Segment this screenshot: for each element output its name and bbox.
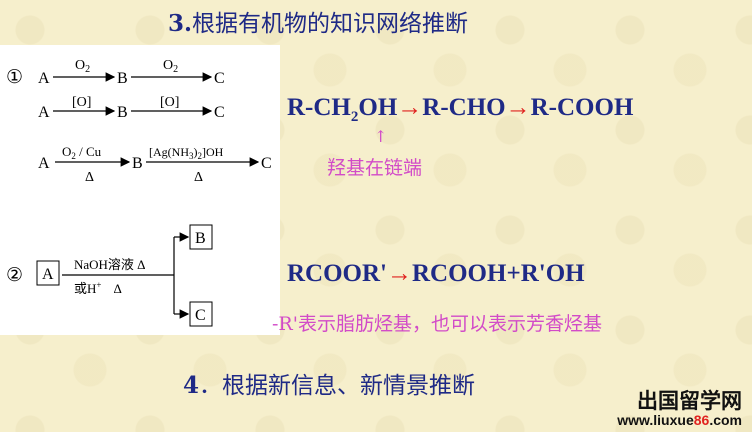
row1-b: B	[117, 70, 128, 87]
section4-number: 4	[183, 372, 200, 399]
row1-a: A	[38, 70, 50, 87]
row4-b: B	[195, 230, 206, 247]
row3-heat1: Δ	[85, 170, 94, 185]
hydrolysis-equation: RCOOR'→RCOOH+R'OH	[287, 260, 585, 288]
row3-a: A	[38, 155, 50, 172]
section-title-3: 3.根据有机物的知识网络推断	[168, 4, 468, 38]
reaction-diagram-panel: ① A O2 B O2 C A [O] B [O] C A O2 / Cu Δ …	[0, 45, 280, 335]
row4-reagent-top: NaOH溶液 Δ	[74, 257, 146, 272]
row3-b: B	[132, 155, 143, 172]
eq1-part2: OH	[358, 94, 398, 121]
row1-reagent1: O2	[75, 58, 90, 75]
row4-box-a	[36, 260, 60, 286]
eq2-arrow: →	[387, 260, 412, 287]
row4-box-c	[189, 301, 213, 327]
row1-c: C	[214, 70, 225, 87]
row4-box-b	[189, 224, 213, 250]
row2-reagent2: [O]	[160, 95, 179, 110]
row3-reagent1: O2 / Cu	[62, 144, 102, 161]
eq1-arrow2: →	[505, 94, 531, 121]
row4-a: A	[42, 266, 54, 283]
row2-reagent1: [O]	[72, 95, 91, 110]
note1-text: 羟基在链端	[327, 157, 423, 179]
row1-number: ①	[6, 67, 23, 88]
site-watermark: 出国留学网 www.liuxue86.com	[617, 391, 742, 428]
eq1-arrow1: →	[397, 94, 423, 121]
title-text: 根据有机物的知识网络推断	[192, 11, 469, 37]
reaction-diagram: ① A O2 B O2 C A [O] B [O] C A O2 / Cu Δ …	[6, 58, 272, 327]
eq1-part4: R-COOH	[530, 94, 634, 121]
row4-reagent-bottom: 或H+Δ	[74, 280, 122, 296]
watermark-cn: 出国留学网	[637, 390, 742, 414]
note2-text: -R'表示脂肪烃基，也可以表示芳香烃基	[272, 313, 602, 335]
row4-c: C	[195, 307, 206, 324]
eq2-part2: RCOOH+R'OH	[412, 260, 585, 287]
oxidation-equation: R-CH2OH→R-CHO→R-COOH	[287, 94, 633, 126]
row2-a: A	[38, 104, 50, 121]
watermark-url: www.liuxue86.com	[617, 412, 742, 429]
title-number: 3.	[168, 10, 193, 37]
eq1-part3: R-CHO	[422, 94, 506, 121]
section-title-4: 4．根据新信息、新情景推断	[183, 366, 475, 400]
row3-reagent2: [Ag(NH3)2]OH	[149, 145, 224, 161]
eq2-part1: RCOOR'	[287, 260, 387, 287]
row3-c: C	[261, 155, 272, 172]
section4-text: ．根据新信息、新情景推断	[199, 373, 476, 399]
row2-b: B	[117, 104, 128, 121]
eq1-part1: R-CH	[287, 94, 351, 121]
row3-heat2: Δ	[194, 170, 203, 185]
eq1-sub: 2	[350, 109, 359, 125]
row4-number: ②	[6, 265, 23, 286]
row2-c: C	[214, 104, 225, 121]
note1-arrow: ↑	[374, 127, 388, 146]
row1-reagent2: O2	[163, 58, 178, 75]
